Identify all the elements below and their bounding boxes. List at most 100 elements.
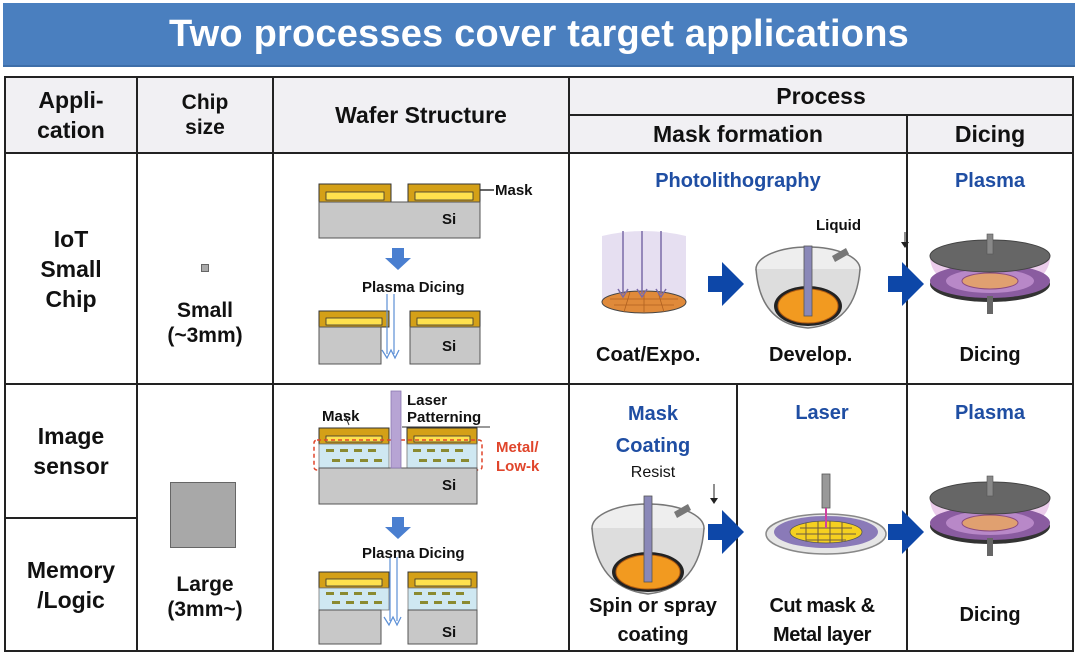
mask-label: Mask: [322, 408, 360, 425]
header-dicing: Dicing: [908, 116, 1072, 152]
title-line: Mask: [627, 403, 679, 425]
label-line: Spin or spray: [589, 595, 717, 617]
slide-title: Two processes cover target applications: [3, 3, 1075, 67]
grid-line: [4, 76, 6, 652]
spin-spray-label: Spin or spray coating: [570, 592, 736, 650]
develop-label: Develop.: [769, 344, 853, 366]
chip-size-text: (3mm~): [167, 598, 243, 621]
label-line: Metal/: [496, 439, 539, 456]
application-text: sensor: [33, 453, 109, 479]
mask-coating-illustration: [591, 473, 924, 595]
metal-lowk-label: Metal/ Low-k: [496, 438, 539, 476]
application-text: /Logic: [37, 586, 105, 613]
grid-line: [1072, 76, 1074, 652]
plasma-dicing-label: Plasma Dicing: [362, 279, 465, 296]
laser-title: Laser: [795, 402, 849, 424]
label-line: Patterning: [407, 409, 482, 426]
label-line: Metal layer: [773, 624, 871, 646]
dicing-label: Dicing: [959, 344, 1021, 366]
laser-patterning-label: Laser Patterning: [407, 392, 481, 426]
plasma-dicing-label: Plasma Dicing: [362, 545, 465, 562]
grid-line: [4, 76, 1074, 78]
wafer-before: [318, 183, 494, 239]
application-text: IoT: [53, 225, 89, 252]
liquid-label: Liquid: [816, 217, 861, 234]
row2-chip-size: Large (3mm~): [138, 570, 272, 624]
wafer-after: [318, 294, 481, 365]
application-text: Chip: [45, 285, 97, 312]
row2-application-image-sensor: Image sensor: [6, 385, 136, 517]
application-text: Image: [37, 423, 105, 449]
mask-label: Mask: [495, 182, 533, 199]
large-chip-icon: [170, 482, 236, 548]
grid-line: [906, 114, 908, 652]
header-text: Appli-: [38, 87, 104, 113]
row1-chip-size: Small (~3mm): [138, 296, 272, 350]
plasma-title: Plasma: [954, 170, 1026, 192]
coat-expo-label: Coat/Expo.: [596, 344, 701, 366]
small-chip-icon: [201, 264, 209, 272]
exposure-icon: [601, 231, 687, 314]
down-arrow-icon: [385, 248, 411, 270]
grid-line: [136, 76, 138, 652]
header-text: Wafer Structure: [335, 102, 507, 128]
row2-application-memory-logic: Memory /Logic: [6, 519, 136, 650]
right-arrow-icon: [708, 510, 744, 554]
photolithography-illustration: [601, 231, 924, 329]
plasma-chamber-icon: [929, 233, 1051, 314]
cursor-marker-icon: [710, 498, 718, 504]
plasma-title: Plasma: [954, 402, 1026, 424]
header-text: Mask formation: [653, 121, 823, 147]
wafer-diagram-multilayer: [313, 390, 490, 645]
header-application: Appli- cation: [6, 78, 136, 152]
header-text: Process: [776, 83, 866, 109]
header-process: Process: [570, 78, 1072, 114]
title-line: Coating: [615, 435, 691, 457]
cut-mask-label: Cut mask & Metal layer: [738, 592, 906, 650]
grid-line: [4, 517, 137, 519]
chip-size-text: Small: [176, 299, 234, 322]
header-chip-size: Chip size: [138, 78, 272, 152]
wafer-diagram-simple: [318, 183, 494, 365]
cursor-marker-icon: [901, 232, 909, 248]
resist-label: Resist: [630, 464, 676, 481]
wafer-after: [318, 557, 478, 645]
header-text: Chip: [181, 91, 229, 114]
label-line: Low-k: [496, 458, 540, 475]
header-wafer-structure: Wafer Structure: [274, 78, 568, 152]
chip-size-text: Large: [176, 573, 234, 596]
right-arrow-icon: [888, 510, 924, 554]
header-text: cation: [37, 117, 105, 143]
label-line: Laser: [407, 392, 448, 409]
chip-size-text: (~3mm): [167, 324, 243, 347]
grid-line: [736, 384, 738, 652]
si-label: Si: [442, 624, 457, 641]
right-arrow-icon: [888, 262, 924, 306]
grid-line: [4, 650, 1074, 652]
plasma-chamber-icon: [929, 475, 1051, 556]
row1-application: IoT Small Chip: [6, 154, 136, 383]
si-label: Si: [442, 211, 457, 228]
grid-line: [569, 114, 1074, 116]
spin-coating-bowl-icon: [591, 495, 705, 595]
application-text: Memory: [26, 556, 116, 583]
grid-line: [4, 383, 1074, 385]
grid-line: [272, 76, 274, 652]
grid-line: [568, 76, 570, 652]
develop-bowl-icon: [755, 245, 861, 329]
photolithography-title: Photolithography: [655, 170, 821, 192]
grid-line: [4, 152, 1074, 154]
laser-cutting-icon: [765, 473, 887, 555]
right-arrow-icon: [708, 262, 744, 306]
label-line: Cut mask &: [769, 595, 875, 617]
wafer-before: [313, 390, 490, 505]
header-mask-formation: Mask formation: [570, 116, 906, 152]
label-line: coating: [617, 624, 689, 646]
mask-coating-title: Mask Coating: [570, 398, 736, 462]
dicing-label: Dicing: [959, 604, 1021, 626]
header-text: size: [185, 116, 225, 139]
header-text: Dicing: [954, 121, 1026, 147]
si-label: Si: [442, 477, 457, 494]
down-arrow-icon: [385, 517, 411, 539]
si-label: Si: [442, 338, 457, 355]
